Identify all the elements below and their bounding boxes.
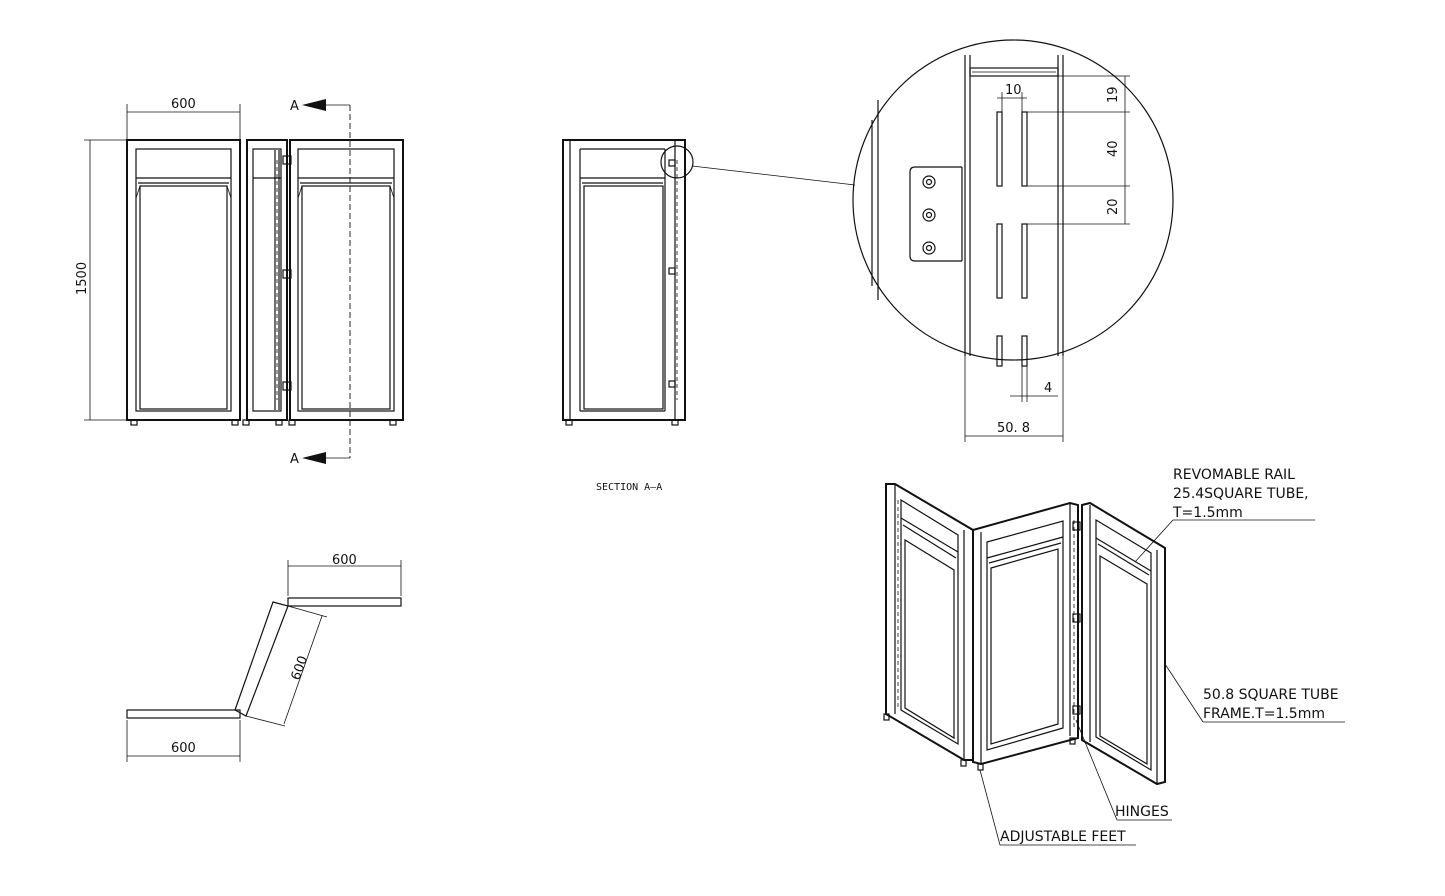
rail-label-2: 25.4SQUARE TUBE,: [1173, 486, 1309, 502]
section-view: SECTION A—A: [562, 139, 856, 493]
section-marker-bottom: A: [290, 452, 299, 467]
rail-label-1: REVOMABLE RAIL: [1173, 467, 1295, 483]
dim-40-label: 40: [1106, 140, 1121, 157]
plan-view: 600 600 600: [126, 553, 402, 762]
front-height-label: 1500: [75, 262, 90, 295]
feet-label: ADJUSTABLE FEET: [1000, 829, 1126, 845]
front-width-label: 600: [171, 97, 196, 112]
section-marker-top: A: [290, 99, 299, 114]
front-elevation: 600 1500: [75, 97, 404, 467]
detail-view: 10 19 40 20 4 50. 8: [852, 39, 1174, 442]
isometric-view: REVOMABLE RAIL 25.4SQUARE TUBE, T=1.5mm …: [883, 467, 1345, 846]
dim-10-label: 10: [1005, 83, 1022, 98]
tube-label-1: 50.8 SQUARE TUBE: [1203, 687, 1339, 703]
hinges-label: HINGES: [1115, 804, 1169, 820]
section-title: SECTION A—A: [596, 482, 662, 493]
dim-50-8-label: 50. 8: [997, 421, 1030, 436]
plan-mid-label: 600: [289, 654, 312, 682]
tube-label-2: FRAME.T=1.5mm: [1203, 706, 1325, 722]
dim-19-label: 19: [1106, 86, 1121, 103]
rail-label-3: T=1.5mm: [1172, 505, 1243, 521]
dim-20-label: 20: [1106, 198, 1121, 215]
dim-4-label: 4: [1044, 381, 1052, 396]
plan-bottom-label: 600: [171, 741, 196, 756]
plan-top-label: 600: [332, 553, 357, 568]
